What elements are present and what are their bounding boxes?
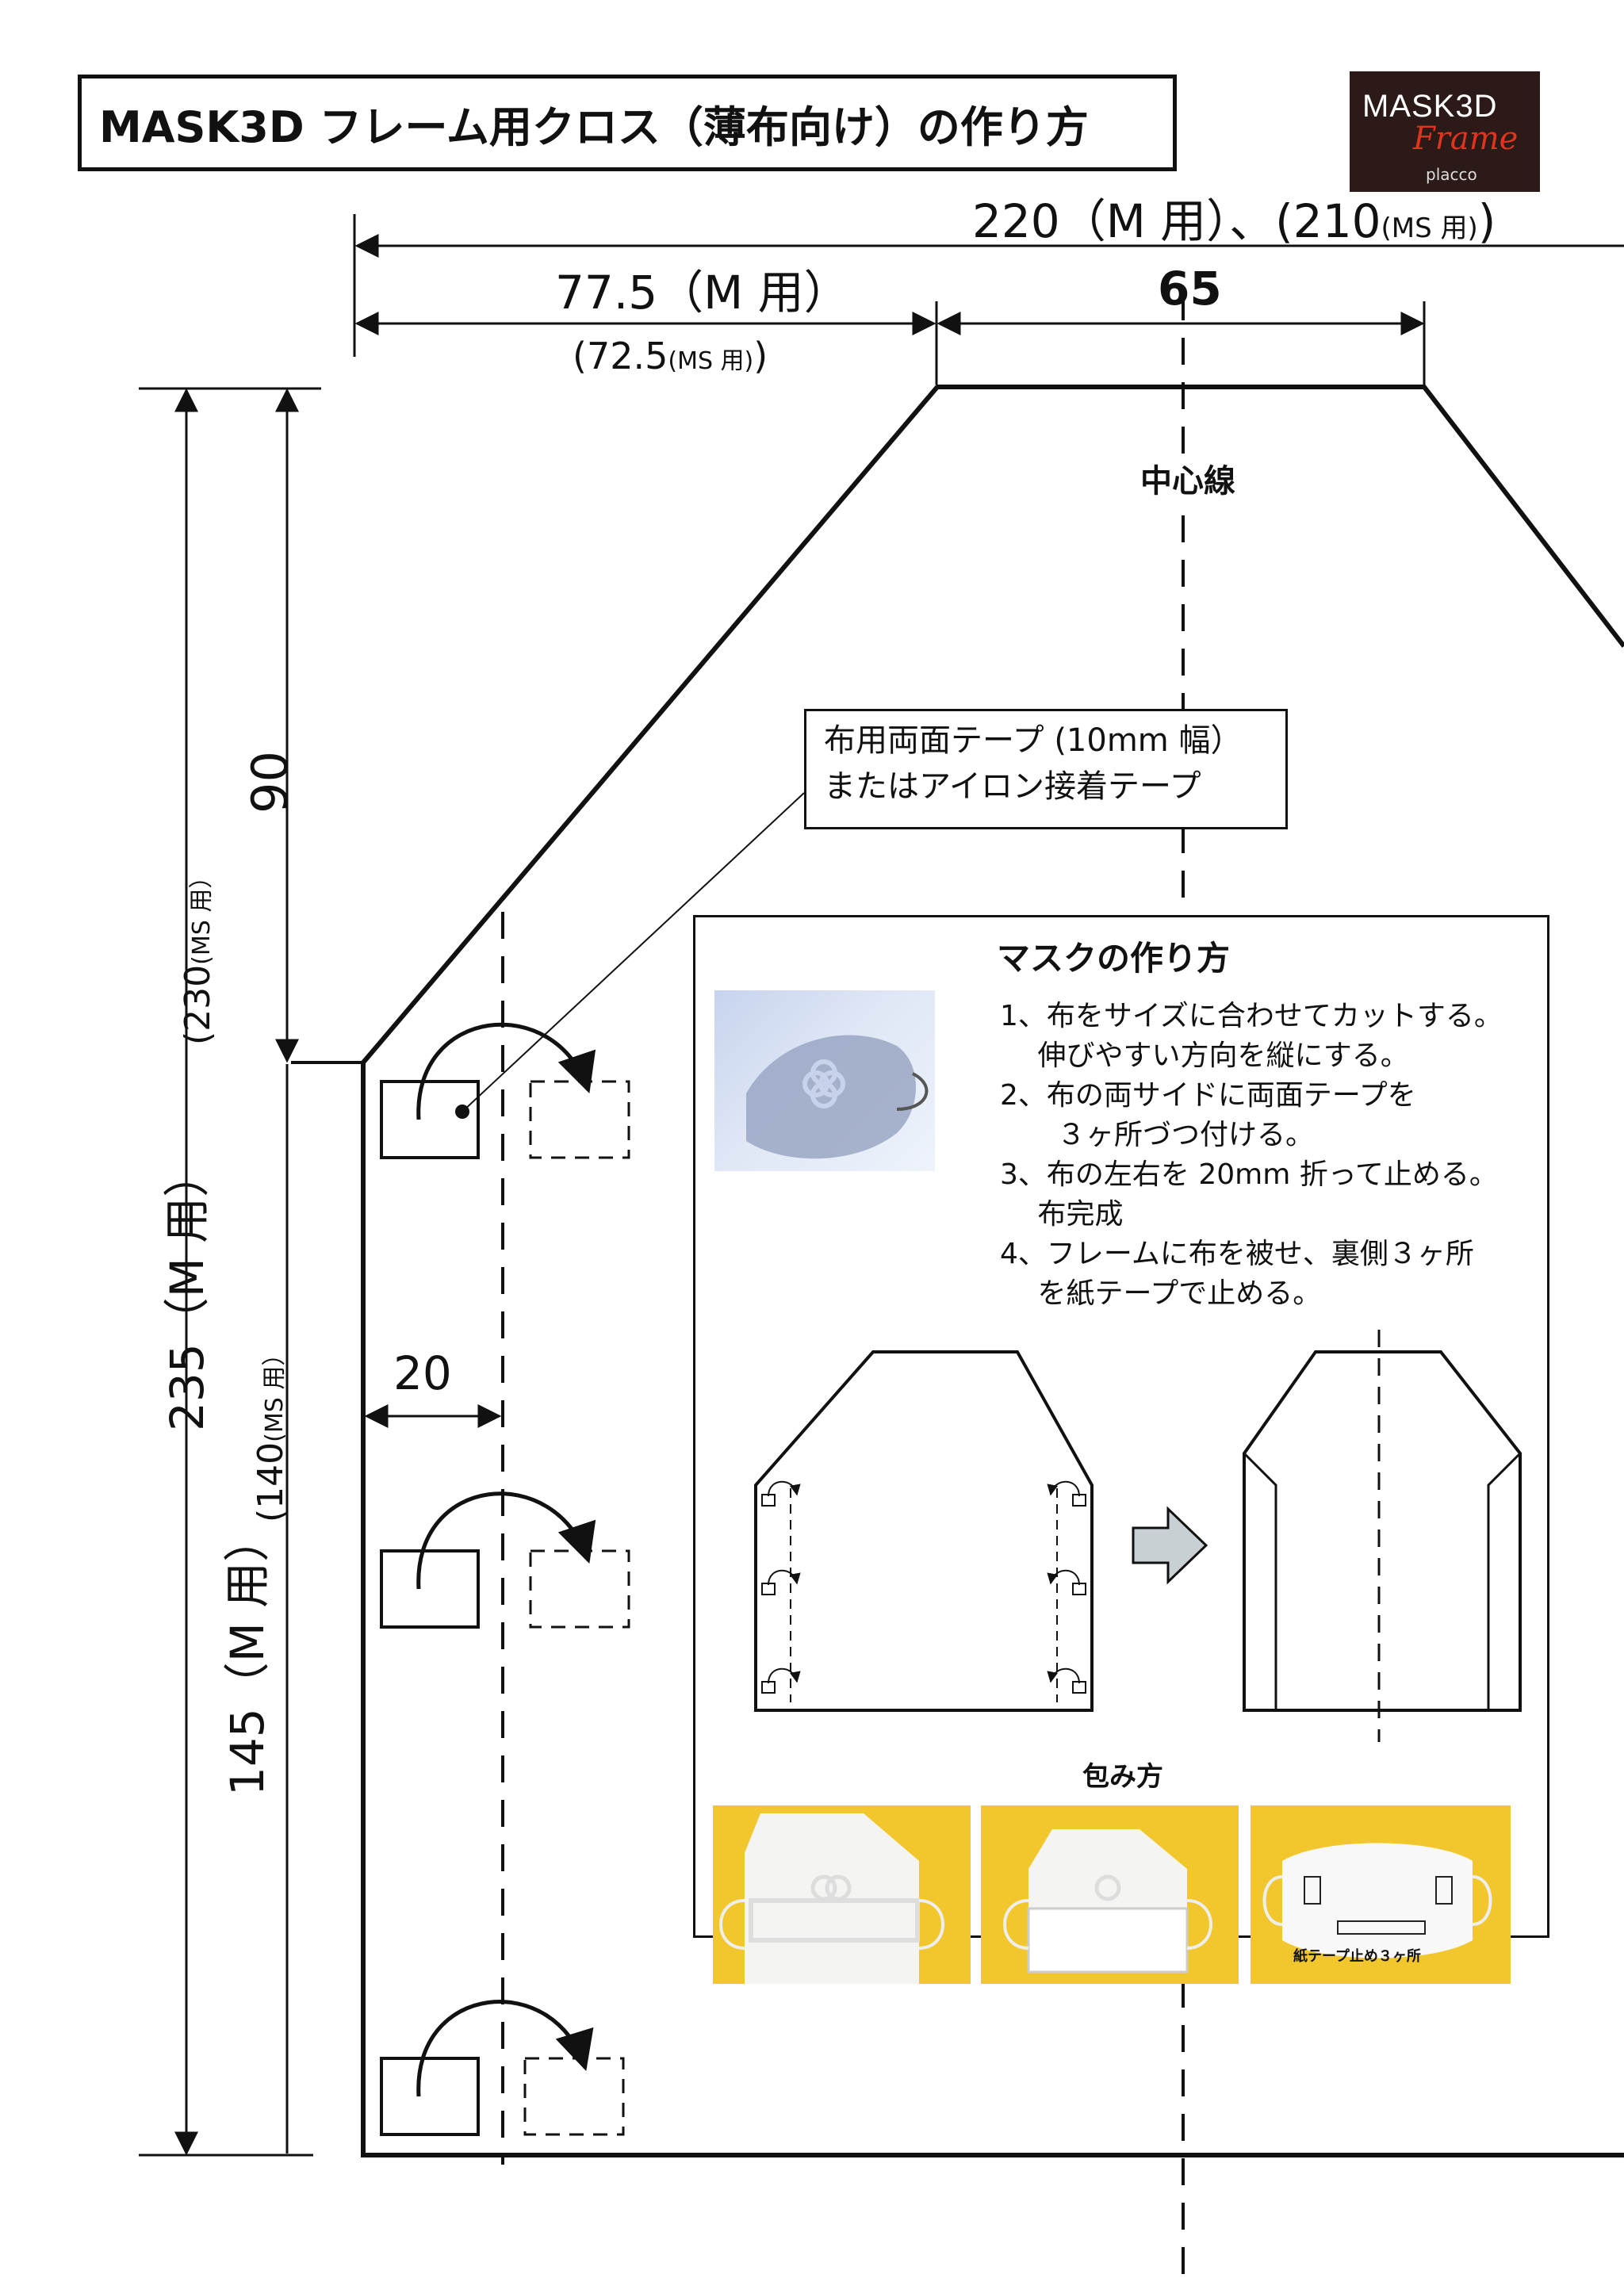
ms-total-height-label: (230(MS 用） bbox=[178, 864, 218, 1045]
step-line: 3、布の左右を 20mm 折って止める。 bbox=[1000, 1158, 1498, 1191]
fold-width-label: 20 bbox=[393, 1346, 452, 1400]
m-total-height-label: 235（M 用） bbox=[160, 1150, 214, 1431]
tape-callout: 布用両面テープ (10mm 幅） またはアイロン接着テープ bbox=[804, 709, 1288, 829]
step-line: 2、布の両サイドに両面テープを bbox=[1000, 1079, 1416, 1112]
instructions-panel: マスクの作り方 1、布をサイズに合わせてカットする。 伸びやすい方向を縦にする。… bbox=[693, 915, 1549, 1984]
photo3-caption: 紙テープ止め３ヶ所 bbox=[1293, 1948, 1421, 1965]
ms-lower-height-label: (140(MS 用） bbox=[251, 1342, 291, 1522]
wrap-photo-3: 紙テープ止め３ヶ所 bbox=[1251, 1805, 1511, 1984]
arrow-right-icon bbox=[1132, 1506, 1208, 1585]
mask-photo bbox=[714, 990, 935, 1171]
page-title: MASK3D フレーム用クロス（薄布向け）の作り方 bbox=[78, 75, 1177, 171]
step-line: 4、フレームに布を被せ、裏側３ヶ所 bbox=[1000, 1238, 1474, 1270]
tape-position-top bbox=[380, 1022, 630, 1159]
step-line: 伸びやすい方向を縦にする。 bbox=[1000, 1039, 1409, 1072]
wrap-photo-1 bbox=[713, 1805, 971, 1984]
wrap-photo-2 bbox=[981, 1805, 1239, 1984]
upper-height-label: 90 bbox=[241, 751, 299, 814]
cloth-diagram bbox=[754, 1350, 1094, 1712]
center-width-label: 65 bbox=[1158, 262, 1222, 316]
instructions-title: マスクの作り方 bbox=[997, 939, 1231, 978]
left-width-label: 77.5（M 用） bbox=[555, 266, 850, 320]
m-lower-height-label: 145（M 用） bbox=[220, 1515, 274, 1796]
folded-cloth-diagram bbox=[1243, 1350, 1522, 1712]
tape-position-bottom bbox=[380, 2000, 625, 2136]
callout-leader bbox=[462, 792, 805, 1112]
wrap-method-label: 包み方 bbox=[1082, 1761, 1163, 1793]
instruction-steps: 1、布をサイズに合わせてカットする。 伸びやすい方向を縦にする。 2、布の両サイ… bbox=[1000, 997, 1555, 1314]
total-width-label: 220（M 用）、(210(MS 用)) bbox=[972, 194, 1496, 248]
tape-position-middle bbox=[380, 1491, 630, 1629]
left-width-ms-label: (72.5(MS 用)) bbox=[573, 335, 768, 377]
step-line: を紙テープで止める。 bbox=[1000, 1277, 1322, 1310]
step-line: 1、布をサイズに合わせてカットする。 bbox=[1000, 1000, 1503, 1032]
center-line-label: 中心線 bbox=[1140, 455, 1235, 501]
step-line: ３ヶ所づつ付ける。 bbox=[1000, 1119, 1315, 1151]
step-line: 布完成 bbox=[1000, 1198, 1124, 1231]
pattern-outline bbox=[361, 385, 1624, 2157]
brand-logo: MASK3D Frame placco bbox=[1350, 71, 1540, 192]
fold-diagrams bbox=[754, 1330, 1522, 1742]
